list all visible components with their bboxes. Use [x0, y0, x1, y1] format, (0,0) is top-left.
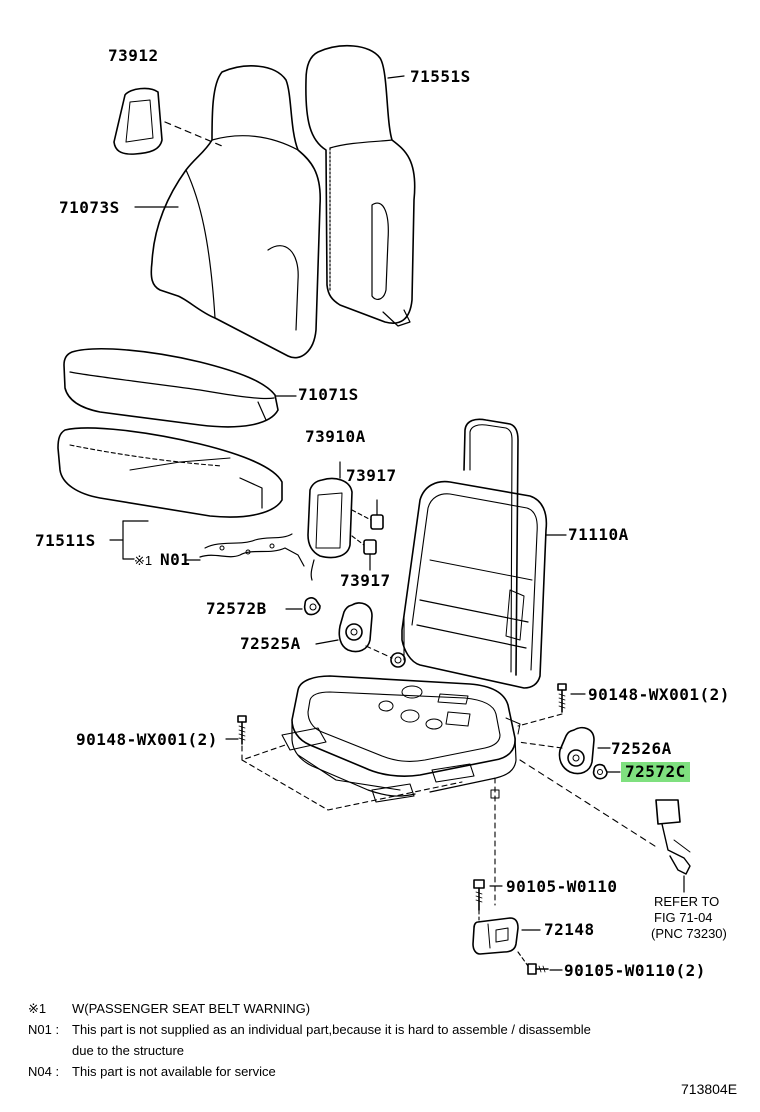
refer-text-line2[interactable]: FIG 71-04: [654, 910, 713, 925]
note-text: This part is not available for service: [72, 1064, 276, 1079]
refer-text-line3: (PNC 73230): [651, 926, 727, 941]
note-text: due to the structure: [72, 1043, 185, 1058]
side-module-73910a: [308, 479, 352, 581]
clip-73917-upper: [352, 500, 383, 529]
label-71511s[interactable]: 71511S: [35, 531, 96, 550]
recliner-cover-72525a: [339, 603, 372, 652]
seatback-rear-71551s: [306, 46, 415, 326]
note-mark: [28, 1040, 72, 1061]
label-73910a[interactable]: 73910A: [305, 427, 366, 446]
recliner-cover-72526a: [559, 728, 594, 774]
footnotes: ※1 W(PASSENGER SEAT BELT WARNING) N01 : …: [28, 998, 728, 1082]
label-90148-right[interactable]: 90148-WX001(2): [588, 685, 730, 704]
label-90148-left[interactable]: 90148-WX001(2): [76, 730, 218, 749]
note-row-4: N04 : This part is not available for ser…: [28, 1061, 728, 1082]
bolt-90148-right: [558, 684, 566, 712]
label-73912[interactable]: 73912: [108, 46, 159, 65]
label-71073s[interactable]: 71073S: [59, 198, 120, 217]
cushion-pad-71511s: [58, 428, 282, 517]
bolt-90105-bottom: [528, 964, 548, 974]
label-72572c-highlighted[interactable]: 72572C: [621, 762, 690, 782]
label-72525a[interactable]: 72525A: [240, 634, 301, 653]
note-row-1: ※1 W(PASSENGER SEAT BELT WARNING): [28, 998, 728, 1019]
cap-72572c: [594, 765, 607, 779]
harness-n01: [200, 534, 304, 566]
seatback-front-71073s: [151, 66, 320, 358]
label-71110a[interactable]: 71110A: [568, 525, 629, 544]
note-row-2: N01 : This part is not supplied as an in…: [28, 1019, 728, 1040]
label-73917-upper[interactable]: 73917: [346, 466, 397, 485]
label-n01[interactable]: N01: [160, 550, 191, 569]
label-71551s[interactable]: 71551S: [410, 67, 471, 86]
label-90105-bottom[interactable]: 90105-W0110(2): [564, 961, 706, 980]
label-72572b[interactable]: 72572B: [206, 599, 267, 618]
label-note-mark-1: ※1: [134, 553, 153, 568]
note-text: W(PASSENGER SEAT BELT WARNING): [72, 1001, 311, 1016]
label-72526a[interactable]: 72526A: [611, 739, 672, 758]
note-mark: ※1: [28, 1001, 47, 1016]
bolt-90148-left: [238, 716, 246, 744]
headrest-pad-73912: [114, 88, 162, 154]
label-71071s[interactable]: 71071S: [298, 385, 359, 404]
refer-text-line1: REFER TO: [654, 894, 720, 909]
label-73917-lower[interactable]: 73917: [340, 571, 391, 590]
note-mark: N04 :: [28, 1064, 60, 1079]
note-mark: N01 :: [28, 1022, 60, 1037]
sensor-72148: [473, 918, 518, 954]
seat-frame-71110a: [282, 419, 546, 802]
cap-72572b: [305, 598, 320, 615]
label-90105-top[interactable]: 90105-W0110: [506, 877, 618, 896]
seat-belt-buckle: [656, 800, 690, 874]
note-row-3: due to the structure: [28, 1040, 728, 1061]
clip-73917-lower: [352, 536, 376, 570]
bolt-90105-top: [474, 880, 484, 910]
note-text: This part is not supplied as an individu…: [72, 1022, 591, 1037]
exploded-parts-diagram: [0, 0, 760, 1000]
cushion-cover-71071s: [64, 349, 278, 427]
label-72148[interactable]: 72148: [544, 920, 595, 939]
figure-number: 713804E: [681, 1081, 738, 1097]
